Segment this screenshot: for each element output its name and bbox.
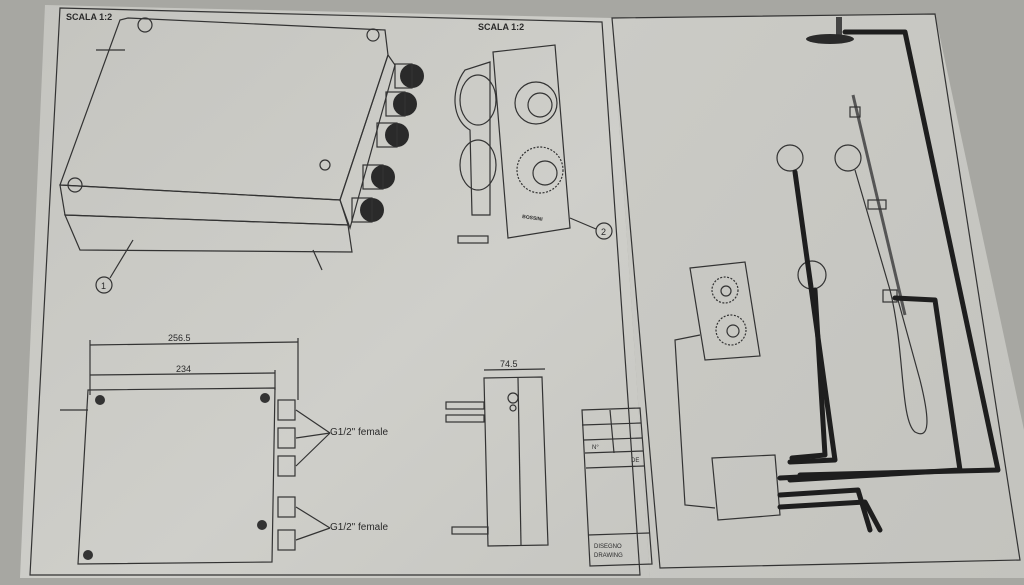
box-front-view: 256.5 234: [60, 333, 331, 565]
dimension-body-width: 234: [176, 364, 191, 374]
title-field-n: N°: [592, 445, 599, 451]
installation-schematic: [674, 17, 1001, 533]
title-field-drawing-it: DISEGNO: [594, 544, 622, 550]
scale-label-left: SCALA 1:2: [66, 12, 112, 22]
dimension-depth: 74.5: [500, 359, 518, 369]
port-label-lower: G1/2" female: [330, 522, 388, 533]
callout-2: 2: [601, 227, 606, 237]
box-iso-view: [59, 17, 424, 271]
title-block: N° DE DISEGNO DRAWING: [581, 407, 653, 567]
panel-brand: BOSSINI: [522, 214, 544, 223]
mixer-panel: [689, 261, 761, 361]
pipe-jet-1: [787, 169, 838, 465]
callout-circle-1: [95, 276, 113, 294]
side-view: 74.5: [445, 359, 549, 547]
port-label-upper: G1/2" female: [330, 427, 388, 438]
pipe-jet-2: [789, 287, 828, 461]
title-field-drawing-en: DRAWING: [594, 553, 623, 559]
callout-leader-1: [109, 239, 134, 279]
dimension-overall-width: 256.5: [168, 333, 191, 343]
callout-circle-2: [595, 222, 613, 240]
left-sheet: [20, 5, 650, 578]
scale-label-right: SCALA 1:2: [478, 22, 524, 32]
shower-head: [806, 17, 854, 44]
pipe-panel: [674, 334, 716, 509]
title-field-de: DE: [631, 458, 639, 464]
slide-rail: [834, 94, 928, 435]
pipe-hand-shower: [787, 295, 963, 483]
callout-leader-2: [569, 217, 597, 230]
junction-box: [711, 454, 883, 533]
left-border: [29, 7, 641, 576]
box-ports: [351, 63, 424, 223]
panel-iso-view: BOSSINI: [454, 44, 571, 244]
callout-1: 1: [101, 281, 106, 291]
right-sheet: [612, 14, 1024, 578]
right-border: [611, 13, 1021, 569]
